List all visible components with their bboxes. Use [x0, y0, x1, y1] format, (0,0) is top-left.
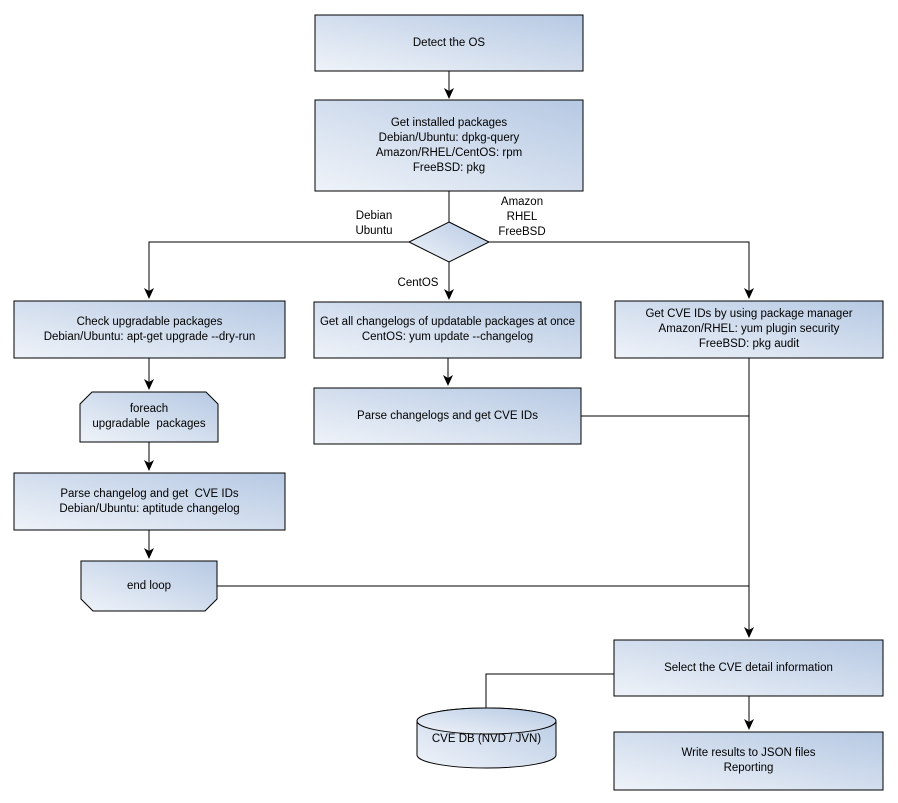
os-decision-diamond — [407, 221, 491, 263]
cve-db-label: CVE DB (NVD / JVN) — [431, 732, 542, 745]
get-all-changelogs-centos-label: Get all changelogs of updatable packages… — [319, 316, 576, 343]
write-results-label: Write results to JSON files Reporting — [681, 747, 816, 774]
edge-label-centos: CentOS — [397, 277, 439, 289]
get-all-changelogs-centos-box — [313, 301, 582, 359]
edge-decision-to-get-cve-ids — [489, 241, 754, 299]
check-upgradable-packages-box — [13, 300, 286, 359]
parse-changelog-debian-box — [13, 472, 286, 531]
get-installed-packages-box — [314, 99, 584, 192]
write-results-box — [613, 731, 884, 791]
select-cve-detail-box — [613, 639, 884, 697]
select-cve-detail-label: Select the CVE detail information — [664, 661, 833, 674]
edge-decision-to-check-upgradable — [144, 241, 409, 299]
parse-changelog-debian-label: Parse changelog and get CVE IDs Debian/U… — [59, 487, 240, 515]
node-shapes — [13, 14, 884, 791]
cve-db-cylinder-top — [416, 707, 557, 735]
edge-label-amazon-rhel-freebsd: Amazon RHEL FreeBSD — [498, 196, 546, 238]
connectors — [144, 71, 754, 730]
edge-select-to-cvedb — [485, 673, 614, 708]
foreach-upgradable-packages-label: foreach upgradable packages — [92, 403, 206, 430]
get-installed-packages-label: Get installed packages Debian/Ubuntu: dp… — [375, 116, 523, 174]
check-upgradable-packages-label: Check upgradable packages Debian/Ubuntu:… — [43, 315, 256, 343]
get-cve-ids-package-manager-box — [614, 300, 884, 359]
detect-os-box — [314, 14, 584, 72]
foreach-loop-begin — [79, 391, 219, 443]
parse-changelogs-centos-box — [313, 387, 582, 445]
parse-changelogs-centos-label: Parse changelogs and get CVE IDs — [357, 409, 538, 422]
end-loop-shape — [80, 560, 218, 612]
detect-os-label: Detect the OS — [412, 36, 486, 49]
end-loop-label: end loop — [126, 579, 172, 592]
get-cve-ids-package-manager-label: Get CVE IDs by using package manager Ama… — [645, 308, 853, 350]
edge-label-debian-ubuntu: Debian Ubuntu — [355, 210, 393, 237]
